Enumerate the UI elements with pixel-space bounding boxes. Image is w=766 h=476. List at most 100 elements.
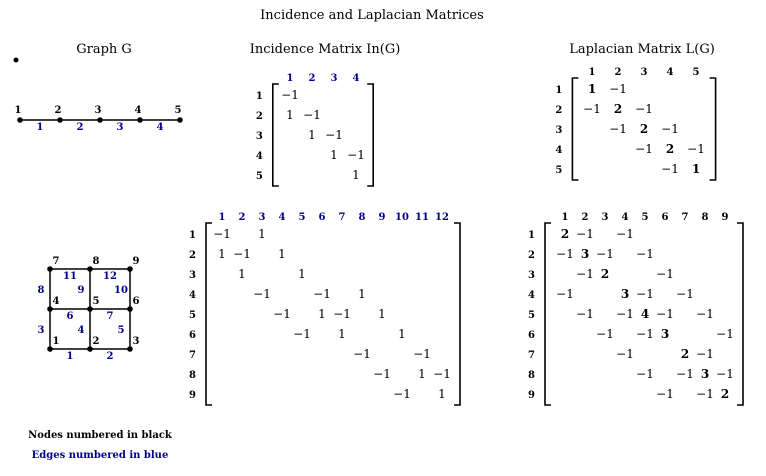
matrix-cell: −1	[716, 327, 734, 341]
matrix-cell: −1	[433, 367, 451, 381]
col-label: 3	[602, 212, 609, 223]
matrix-cell: −1	[696, 307, 714, 321]
graph-heading: Graph G	[76, 42, 132, 57]
grid-node-label: 7	[53, 256, 60, 267]
matrix-cell: −1	[576, 227, 594, 241]
matrix-cell: −1	[656, 387, 674, 401]
row-label: 7	[528, 350, 535, 361]
grid-node	[47, 306, 53, 312]
stray-dot	[13, 57, 19, 63]
path-node	[57, 117, 63, 123]
matrix-cell: −1	[213, 227, 231, 241]
matrix-cell: 1	[338, 327, 346, 341]
col-label: 10	[395, 212, 409, 223]
path-node	[177, 117, 183, 123]
bracket-right	[709, 77, 717, 181]
matrix-cell: 3	[621, 287, 629, 301]
col-label: 6	[319, 212, 326, 223]
matrix-cell: −1	[636, 367, 654, 381]
path-node	[17, 117, 23, 123]
col-label: 4	[622, 212, 629, 223]
matrix-cell: −1	[676, 287, 694, 301]
matrix-cell: 2	[721, 387, 729, 401]
matrix-cell: −1	[661, 122, 679, 136]
col-label: 2	[615, 67, 622, 78]
matrix-cell: −1	[616, 347, 634, 361]
path-node-label: 3	[95, 105, 102, 116]
legend-edges: Edges numbered in blue	[32, 450, 169, 461]
matrix-cell: −1	[313, 287, 331, 301]
matrix-cell: 1	[258, 227, 266, 241]
matrix-cell: −1	[636, 287, 654, 301]
bracket-left	[544, 222, 551, 406]
col-label: 8	[359, 212, 366, 223]
row-label: 4	[555, 145, 562, 156]
grid-edge-label: 8	[38, 285, 45, 296]
laplacian-heading: Laplacian Matrix L(G)	[569, 42, 715, 57]
col-label: 1	[219, 212, 226, 223]
grid-edge-label: 3	[38, 325, 45, 336]
grid-node	[47, 266, 53, 272]
matrix-cell: 1	[692, 162, 700, 176]
row-label: 3	[555, 125, 562, 136]
matrix-cell: 2	[681, 347, 689, 361]
bracket-right	[367, 83, 374, 187]
matrix-cell: −1	[676, 367, 694, 381]
row-label: 3	[528, 270, 535, 281]
matrix-cell: −1	[273, 307, 291, 321]
path-edge-label: 4	[157, 122, 164, 133]
grid-edge-label: 9	[78, 285, 85, 296]
col-label: 8	[702, 212, 709, 223]
matrix-cell: 1	[398, 327, 406, 341]
grid-node-label: 8	[93, 256, 100, 267]
grid-node	[47, 346, 53, 352]
grid-node	[127, 266, 133, 272]
grid-node	[127, 346, 133, 352]
matrix-cell: −1	[656, 307, 674, 321]
matrix-cell: −1	[687, 142, 705, 156]
bracket-left	[571, 77, 579, 181]
matrix-cell: −1	[636, 247, 654, 261]
col-label: 6	[662, 212, 669, 223]
col-label: 12	[435, 212, 449, 223]
col-label: 9	[379, 212, 386, 223]
row-label: 1	[189, 230, 196, 241]
matrix-cell: −1	[556, 287, 574, 301]
matrix-cell: −1	[696, 347, 714, 361]
row-label: 4	[189, 290, 196, 301]
row-label: 6	[528, 330, 535, 341]
row-label: 4	[528, 290, 535, 301]
row-label: 2	[555, 105, 562, 116]
matrix-cell: −1	[347, 148, 365, 162]
matrix-cell: −1	[373, 367, 391, 381]
matrix-cell: −1	[393, 387, 411, 401]
col-label: 2	[309, 73, 316, 84]
col-label: 11	[415, 212, 429, 223]
matrix-cell: 3	[661, 327, 669, 341]
row-label: 8	[528, 370, 535, 381]
matrix-cell: 1	[238, 267, 246, 281]
path-node-label: 4	[135, 105, 142, 116]
matrix-cell: 3	[701, 367, 709, 381]
row-label: 9	[189, 390, 196, 401]
row-label: 9	[528, 390, 535, 401]
grid-edge-label: 2	[107, 351, 114, 362]
col-label: 4	[353, 73, 360, 84]
matrix-cell: −1	[325, 128, 343, 142]
matrix-cell: 2	[561, 227, 569, 241]
matrix-cell: 1	[278, 247, 286, 261]
matrix-cell: −1	[596, 327, 614, 341]
grid-node-label: 3	[133, 336, 140, 347]
matrix-cell: −1	[661, 162, 679, 176]
matrix-cell: 1	[318, 307, 326, 321]
col-label: 5	[642, 212, 649, 223]
grid-node-label: 4	[53, 296, 60, 307]
row-label: 8	[189, 370, 196, 381]
col-label: 5	[693, 67, 700, 78]
matrix-cell: −1	[281, 88, 299, 102]
grid-node-label: 5	[93, 296, 100, 307]
grid-edge-label: 6	[67, 311, 74, 322]
grid-node	[127, 306, 133, 312]
